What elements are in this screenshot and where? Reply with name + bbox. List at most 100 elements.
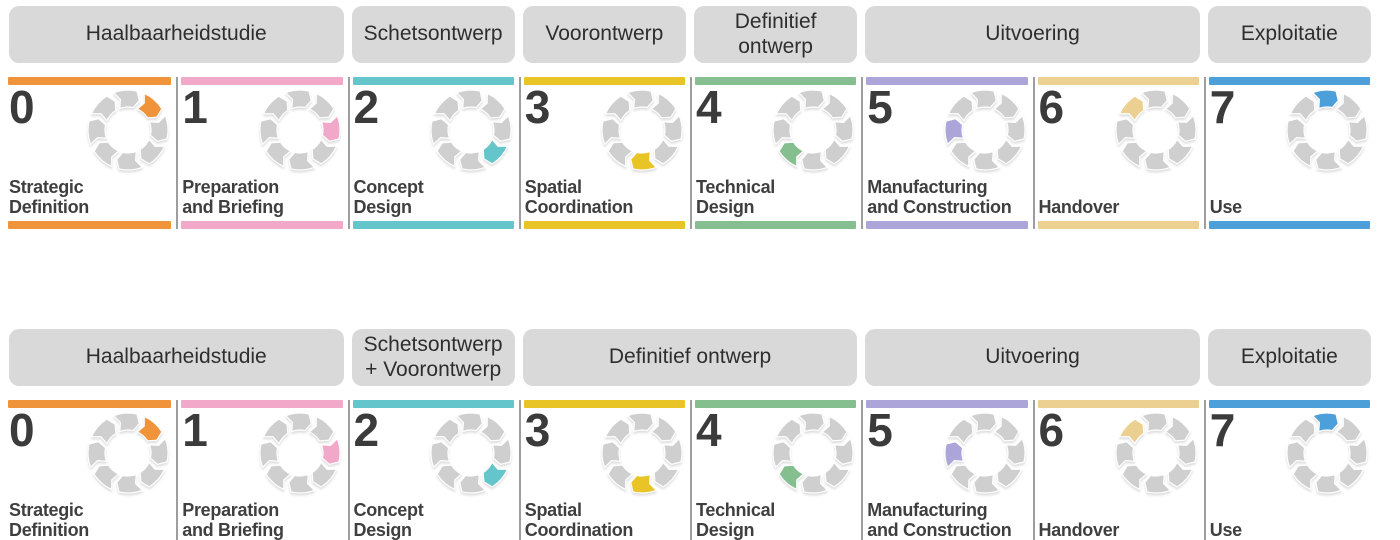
stage-color-bar-bottom (866, 221, 1028, 229)
stage-number: 2 (353, 81, 380, 133)
cycle-arrows-ring-icon (258, 412, 341, 494)
stage-number: 3 (524, 81, 551, 133)
ring-segment-highlighted (482, 461, 508, 488)
phase-header: Exploitatie (1207, 329, 1371, 386)
ring-segment (662, 115, 683, 142)
stage-number: 5 (867, 81, 893, 133)
ring-segment (1164, 92, 1191, 119)
ring-segment (458, 473, 486, 494)
ring-segment (776, 95, 802, 122)
cycle-arrows-ring-icon (1115, 412, 1197, 494)
stage-card-1: 1 Preparation and Briefing (176, 400, 347, 540)
stage-color-bar-top (866, 400, 1028, 408)
ring-segment (262, 95, 288, 122)
stage-card-3: 3 Spatial Coordination (518, 400, 690, 540)
ring-segment (149, 438, 169, 465)
phase-header: Definitief ontwerp (694, 6, 858, 63)
stage-color-bar-top (352, 400, 514, 408)
ring-segment (1315, 150, 1342, 171)
ring-segment (264, 141, 291, 168)
stage-card-5: 5 Manufacturing and Construction (861, 400, 1032, 540)
phase-label: Haalbaarheidstudie (85, 22, 267, 46)
phase-label: Definitief ontwerp (734, 9, 817, 58)
ring-segment (993, 92, 1020, 119)
ring-segment (1167, 461, 1193, 488)
ring-segment-highlighted (482, 138, 508, 165)
ring-segment (1005, 438, 1026, 465)
ring-segment (949, 464, 976, 491)
stage-card-5: 5 Manufacturing and Construction (861, 77, 1032, 229)
phase-header: Voorontwerp (522, 6, 686, 63)
phase-label: Haalbaarheidstudie (85, 345, 267, 369)
stage-color-bar-top (8, 77, 172, 85)
ring-segment (772, 441, 793, 468)
stage-number: 7 (1209, 404, 1236, 456)
ring-segment (458, 150, 486, 171)
stage-number: 4 (696, 404, 722, 456)
phase-label: Uitvoering (985, 345, 1080, 369)
stage-card-2: 2 Concept Design (347, 400, 519, 540)
ring-segment (653, 138, 680, 165)
ring-segment (972, 150, 1000, 171)
stage-card-3: 3 Spatial Coordination (518, 77, 690, 229)
ring-segment (627, 89, 654, 110)
ring-segment (491, 438, 512, 465)
ring-segment (1289, 95, 1316, 122)
ring-segment-highlighted (943, 441, 964, 468)
ring-segment (1292, 464, 1319, 491)
stage-card-2: 2 Concept Design (347, 77, 519, 229)
phase-header: Definitief ontwerp (522, 329, 858, 386)
cycle-arrows-ring-icon (87, 89, 169, 171)
ring-segment (113, 412, 141, 433)
cycle-arrows-ring-icon (772, 89, 854, 171)
ring-segment (1143, 473, 1171, 494)
ring-segment (284, 412, 312, 433)
stage-color-bar-bottom (1037, 221, 1199, 229)
stage-name: Strategic Definition (9, 499, 89, 540)
ring-segment (258, 118, 279, 145)
stage-number: 1 (182, 404, 208, 456)
phase-header: Schetsontwerp + Voorontwerp (351, 329, 515, 386)
ring-segment (662, 438, 683, 465)
ring-segment (604, 95, 631, 122)
stage-number: 1 (182, 81, 208, 133)
stage-number: 3 (524, 404, 551, 456)
stage-card-body: 0 Strategic Definition (8, 407, 171, 540)
ring-segment (1338, 138, 1365, 165)
ring-segment (947, 95, 973, 122)
stage-number: 0 (9, 81, 35, 133)
ring-segment (455, 412, 483, 433)
stage-color-bar-top (1037, 77, 1199, 85)
ring-segment-highlighted (1312, 412, 1339, 433)
stage-number: 5 (867, 404, 893, 456)
ring-segment (604, 418, 631, 445)
ring-segment (601, 118, 622, 145)
stage-card-body: 1 Preparation and Briefing (181, 81, 342, 221)
ring-segment (113, 89, 141, 110)
stage-name: Manufacturing and Construction (867, 176, 1012, 218)
ring-segment (308, 415, 335, 442)
ring-segment (262, 418, 288, 445)
stage-name: Technical Design (696, 499, 775, 540)
stage-color-bar-top (695, 77, 857, 85)
stage-card-body: 3 Spatial Coordination (524, 404, 685, 540)
stage-color-bar-top (181, 400, 343, 408)
cycle-arrows-ring-icon (601, 412, 683, 494)
phase-header: Uitvoering (865, 329, 1200, 386)
ring-segment (479, 92, 506, 119)
cycle-arrows-ring-icon (1286, 412, 1368, 494)
ring-segment-highlighted (1118, 95, 1145, 122)
phase-label: Uitvoering (985, 22, 1080, 46)
stage-card-row: 0 Strategic Definition 1 Preparation and… (5, 77, 1375, 229)
ring-segment-highlighted (320, 115, 341, 142)
ring-segment (824, 461, 851, 488)
ring-segment (1167, 138, 1193, 165)
stage-color-bar-bottom (1208, 221, 1370, 229)
ring-segment (491, 115, 512, 142)
ring-segment (436, 464, 462, 491)
ring-segment (1176, 438, 1197, 465)
stage-color-bar-top (523, 400, 685, 408)
stage-color-bar-top (1037, 400, 1199, 408)
stage-color-bar-bottom (8, 221, 172, 229)
